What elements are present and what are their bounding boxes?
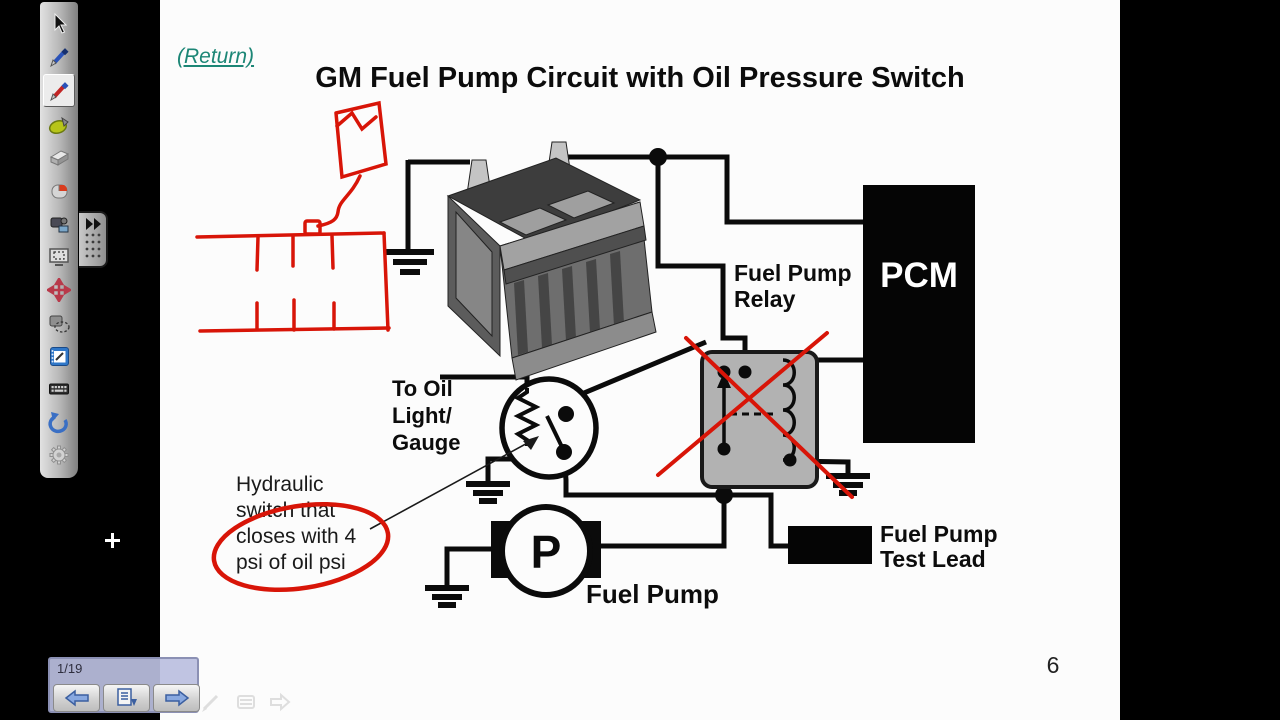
arrow-left-icon: [64, 689, 89, 707]
mouse-icon: [51, 184, 68, 198]
freehand-capture-tool-button[interactable]: [44, 307, 74, 338]
keyboard-icon: [49, 383, 69, 394]
previous-page-button[interactable]: [53, 684, 100, 712]
page-navigation-widget: 1/19: [48, 657, 200, 713]
creative-pen-tool-button[interactable]: [43, 74, 75, 107]
notebook-icon: [50, 346, 69, 366]
drag-dots-grid: [85, 233, 100, 258]
note-line-4: psi of oil psi: [236, 551, 346, 574]
select-tool-button[interactable]: [44, 8, 74, 39]
slide-number: 6: [1046, 652, 1060, 678]
page-title: GM Fuel Pump Circuit with Oil Pressure S…: [315, 62, 965, 94]
pcm-module: PCM: [863, 185, 975, 443]
return-link[interactable]: (Return): [177, 45, 255, 68]
switch-lever: [545, 415, 564, 448]
pump-label: Fuel Pump: [586, 579, 719, 609]
keyboard-tool-button[interactable]: [44, 373, 74, 404]
battery-image: [446, 141, 657, 381]
oil-pressure-switch: [499, 376, 599, 480]
hydraulic-note: Hydraulic switch that closes with 4 psi …: [236, 473, 357, 574]
note-line-1: Hydraulic: [236, 473, 324, 496]
page-indicator: 1/19: [57, 661, 83, 676]
faded-pages-icon[interactable]: [234, 690, 258, 714]
screen-capture-tool-button[interactable]: [44, 241, 74, 272]
settings-tool-button[interactable]: [44, 439, 74, 470]
pen-icon: [50, 47, 69, 67]
junction-dots: [649, 148, 733, 504]
freehand-capture-icon: [49, 315, 70, 333]
double-chevron-right-icon: [85, 218, 101, 230]
oil-label-2: Light/: [392, 403, 452, 428]
diagram-labels: Fuel Pump Relay To Oil Light/ Gauge Fuel…: [392, 260, 998, 609]
undo-arrow-icon: [48, 411, 68, 433]
red-x-stroke-1: [684, 336, 854, 499]
video-recorder-tool-button[interactable]: [44, 208, 74, 239]
cursor-arrow-icon: [54, 12, 68, 34]
screen-capture-icon: [49, 247, 69, 266]
faded-controls: [200, 690, 292, 714]
page-list-down-icon: [116, 688, 137, 706]
test-lead-box: [788, 526, 872, 564]
highlighter-tool-button[interactable]: [44, 109, 74, 140]
arrow-right-icon: [164, 689, 189, 707]
relay-label-2: Relay: [734, 286, 796, 312]
creative-pen-icon: [50, 81, 69, 101]
notebook-tool-button[interactable]: [44, 340, 74, 371]
next-page-button[interactable]: [153, 684, 200, 712]
pen-cursor-marker: [105, 533, 120, 548]
eraser-tool-button[interactable]: [44, 142, 74, 173]
pcm-label: PCM: [880, 256, 958, 295]
red-circle-annotation: [211, 501, 391, 593]
oil-label-3: Gauge: [392, 430, 460, 455]
page-sorter-button[interactable]: [103, 684, 150, 712]
relay-label-1: Fuel Pump: [734, 260, 852, 286]
pen-tool-button[interactable]: [44, 41, 74, 72]
battery-ribs: [514, 251, 624, 355]
test-lead-label-1: Fuel Pump: [880, 521, 998, 547]
red-sketch: [195, 100, 391, 333]
red-annotations: [195, 100, 854, 593]
oil-label-1: To Oil: [392, 376, 453, 401]
highlighter-icon: [48, 116, 69, 134]
fuel-pump: P: [491, 504, 601, 598]
faded-forward-icon[interactable]: [268, 690, 292, 714]
test-lead-label-2: Test Lead: [880, 546, 986, 572]
pump-symbol: P: [531, 526, 562, 578]
move-toolbar-tool-button[interactable]: [44, 274, 74, 305]
move-cross-icon: [47, 277, 71, 302]
toolbar-expand-tab[interactable]: [79, 211, 108, 268]
note-pointer-arrow: [369, 436, 539, 530]
gear-icon: [49, 445, 69, 464]
floating-toolbar: [40, 2, 78, 478]
undo-tool-button[interactable]: [44, 406, 74, 437]
right-click-tool-button[interactable]: [44, 175, 74, 206]
eraser-icon: [49, 149, 70, 166]
switch-resistor: [513, 388, 541, 446]
note-line-3: closes with 4: [236, 525, 357, 548]
faded-pencil-icon[interactable]: [200, 690, 224, 714]
red-x-stroke-2: [656, 331, 829, 477]
video-camera-icon: [50, 217, 69, 232]
